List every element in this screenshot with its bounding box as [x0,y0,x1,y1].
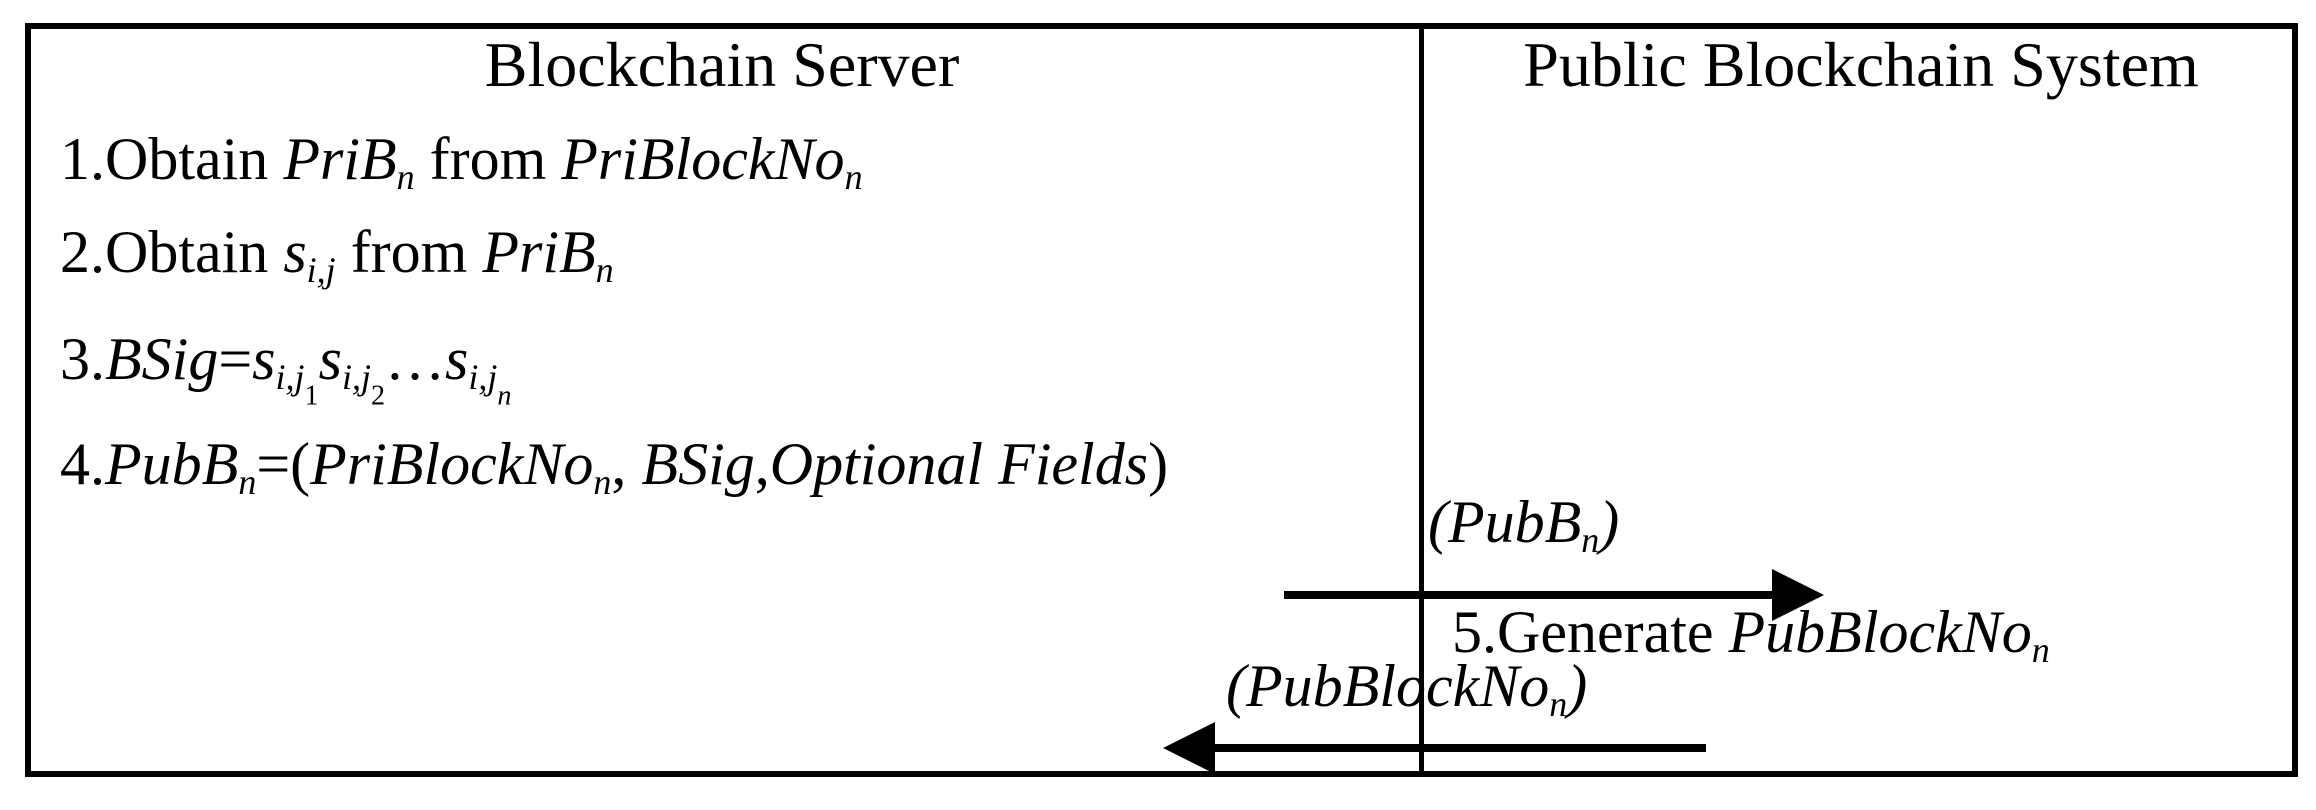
step-2-text: 2.Obtain si,j from PriBn [60,219,614,291]
arrow-right-head-icon [1772,569,1824,621]
step-3-text: 3.BSig=si,j1si,j2…si,jn [60,326,512,412]
step-4-text: 4.PubBn=(PriBlockNon, BSig,Optional Fiel… [60,431,1169,503]
step-5-text: 5.Generate PubBlockNon [1452,599,2050,671]
arrow-left-line [1212,744,1706,752]
right-column-title: Public Blockchain System [1523,29,2199,100]
column-divider-line [1419,23,1424,777]
arrow-right-line [1284,591,1784,599]
step-1-text: 1.Obtain PriBn from PriBlockNon [60,126,863,198]
message-label-pubb: (PubBn) [1428,489,1620,561]
left-column-title: Blockchain Server [484,29,960,100]
arrow-left-head-icon [1163,722,1215,774]
protocol-box [25,23,2298,777]
message-label-pubblockno: (PubBlockNon) [1226,653,1588,725]
